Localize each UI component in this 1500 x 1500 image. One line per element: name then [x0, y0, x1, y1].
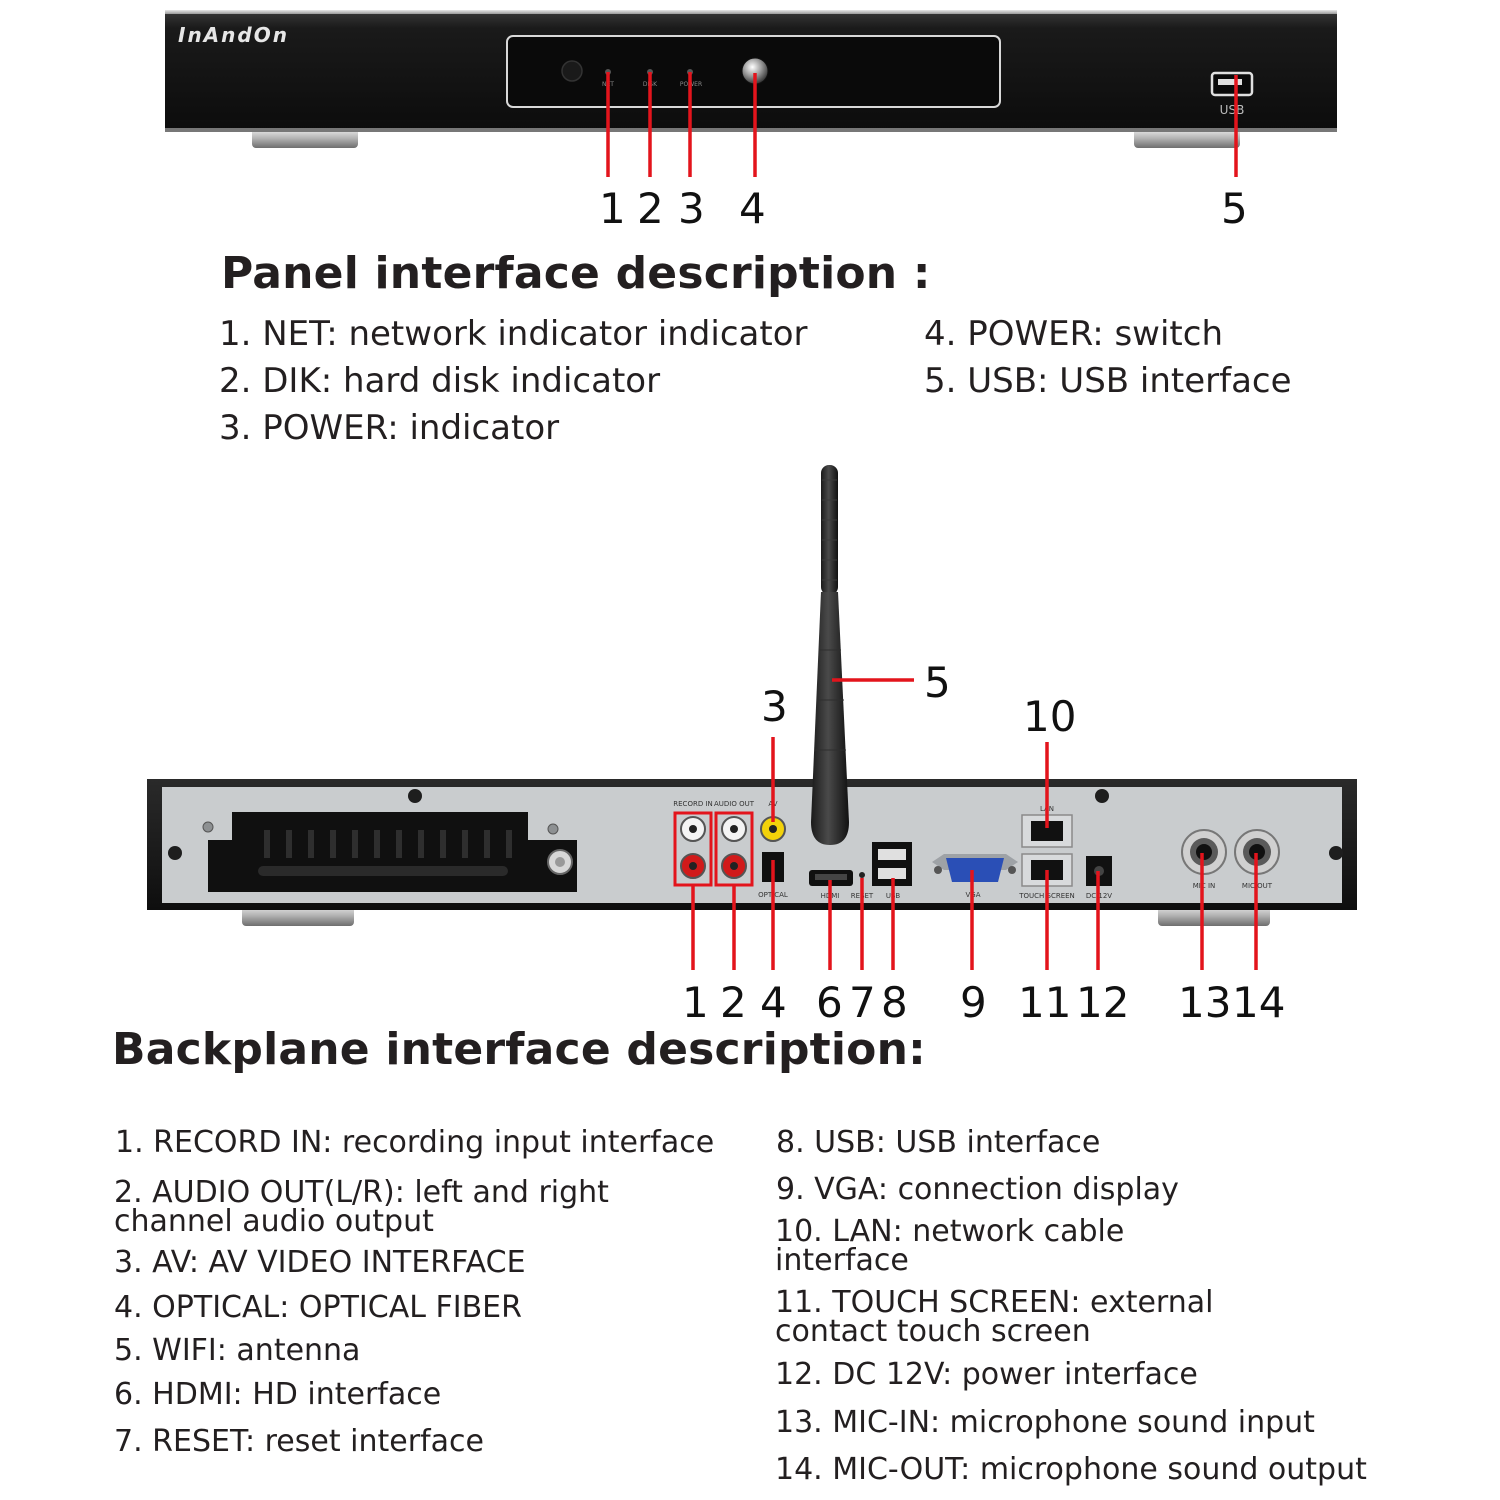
panel-item-5: 5. USB: USB interface [924, 361, 1292, 401]
front-callout-lines [606, 72, 1238, 177]
back-callout-14: 14 [1232, 978, 1286, 1027]
panel-title: Panel interface description : [221, 248, 931, 299]
back-callout-2: 2 [720, 978, 747, 1027]
mic-in-label: MIC IN [1193, 882, 1216, 890]
reset-button[interactable] [859, 872, 865, 878]
wifi-antenna[interactable] [811, 465, 849, 845]
backplane-item-8: 8. USB: USB interface [776, 1125, 1101, 1160]
back-callout-1: 1 [682, 978, 709, 1027]
backplane-item-14: 14. MIC-OUT: microphone sound output [775, 1452, 1367, 1487]
backplane-item-3: 3. AV: AV VIDEO INTERFACE [114, 1245, 526, 1280]
backplane-item-12: 12. DC 12V: power interface [775, 1357, 1198, 1392]
back-callout-3: 3 [761, 682, 788, 731]
front-panel: NET DISK POWER USB [165, 10, 1337, 132]
back-callout-8: 8 [881, 978, 908, 1027]
backplane-item-4: 4. OPTICAL: OPTICAL FIBER [114, 1290, 522, 1325]
front-callout-3: 3 [678, 184, 705, 233]
back-callout-lines [691, 678, 1258, 970]
back-callout-9: 9 [960, 978, 987, 1027]
backplane-title: Backplane interface description: [112, 1024, 926, 1075]
back-callout-13: 13 [1178, 978, 1232, 1027]
panel-item-4: 4. POWER: switch [924, 314, 1223, 354]
back-callout-10: 10 [1023, 692, 1077, 741]
record-in-jacks[interactable] [673, 811, 713, 887]
mic-out-jack[interactable] [1234, 829, 1280, 875]
mic-in-jack[interactable] [1181, 829, 1227, 875]
back-callout-7: 7 [849, 978, 876, 1027]
back-callout-6: 6 [816, 978, 843, 1027]
backplane-item-10: 10. LAN: network cable interface [775, 1214, 1125, 1278]
backplane-item-11: 11. TOUCH SCREEN: external contact touch… [775, 1285, 1214, 1349]
back-callout-12: 12 [1076, 978, 1130, 1027]
back-callout-5: 5 [924, 658, 951, 707]
backplane-item-1: 1. RECORD IN: recording input interface [115, 1125, 715, 1160]
front-callout-1: 1 [599, 184, 626, 233]
front-usb-label: USB [1220, 103, 1245, 117]
backplane-item-7: 7. RESET: reset interface [114, 1424, 484, 1459]
backplane-item-6: 6. HDMI: HD interface [114, 1377, 442, 1412]
backplane-item-13: 13. MIC-IN: microphone sound input [775, 1405, 1315, 1440]
back-panel [147, 779, 1357, 910]
vga-port[interactable] [932, 854, 1018, 882]
panel-item-2: 2. DIK: hard disk indicator [219, 361, 661, 401]
front-foot-left [252, 128, 358, 148]
panel-item-1: 1. NET: network indicator indicator [219, 314, 808, 354]
front-foot-right [1134, 128, 1240, 148]
front-callout-4: 4 [739, 184, 766, 233]
front-callout-5: 5 [1221, 184, 1248, 233]
brand-logo: InAndOn [178, 23, 289, 47]
backplane-item-9: 9. VGA: connection display [776, 1172, 1179, 1207]
backplane-item-5: 5. WIFI: antenna [114, 1333, 361, 1368]
panel-item-3: 3. POWER: indicator [219, 408, 560, 448]
front-callout-2: 2 [637, 184, 664, 233]
audio-out-jacks[interactable] [714, 811, 754, 887]
record-in-label: RECORD IN [673, 800, 712, 808]
audio-out-label: AUDIO OUT [714, 800, 755, 808]
back-callout-4: 4 [760, 978, 787, 1027]
backplane-item-2: 2. AUDIO OUT(L/R): left and right channe… [114, 1175, 609, 1239]
back-callout-11: 11 [1018, 978, 1072, 1027]
